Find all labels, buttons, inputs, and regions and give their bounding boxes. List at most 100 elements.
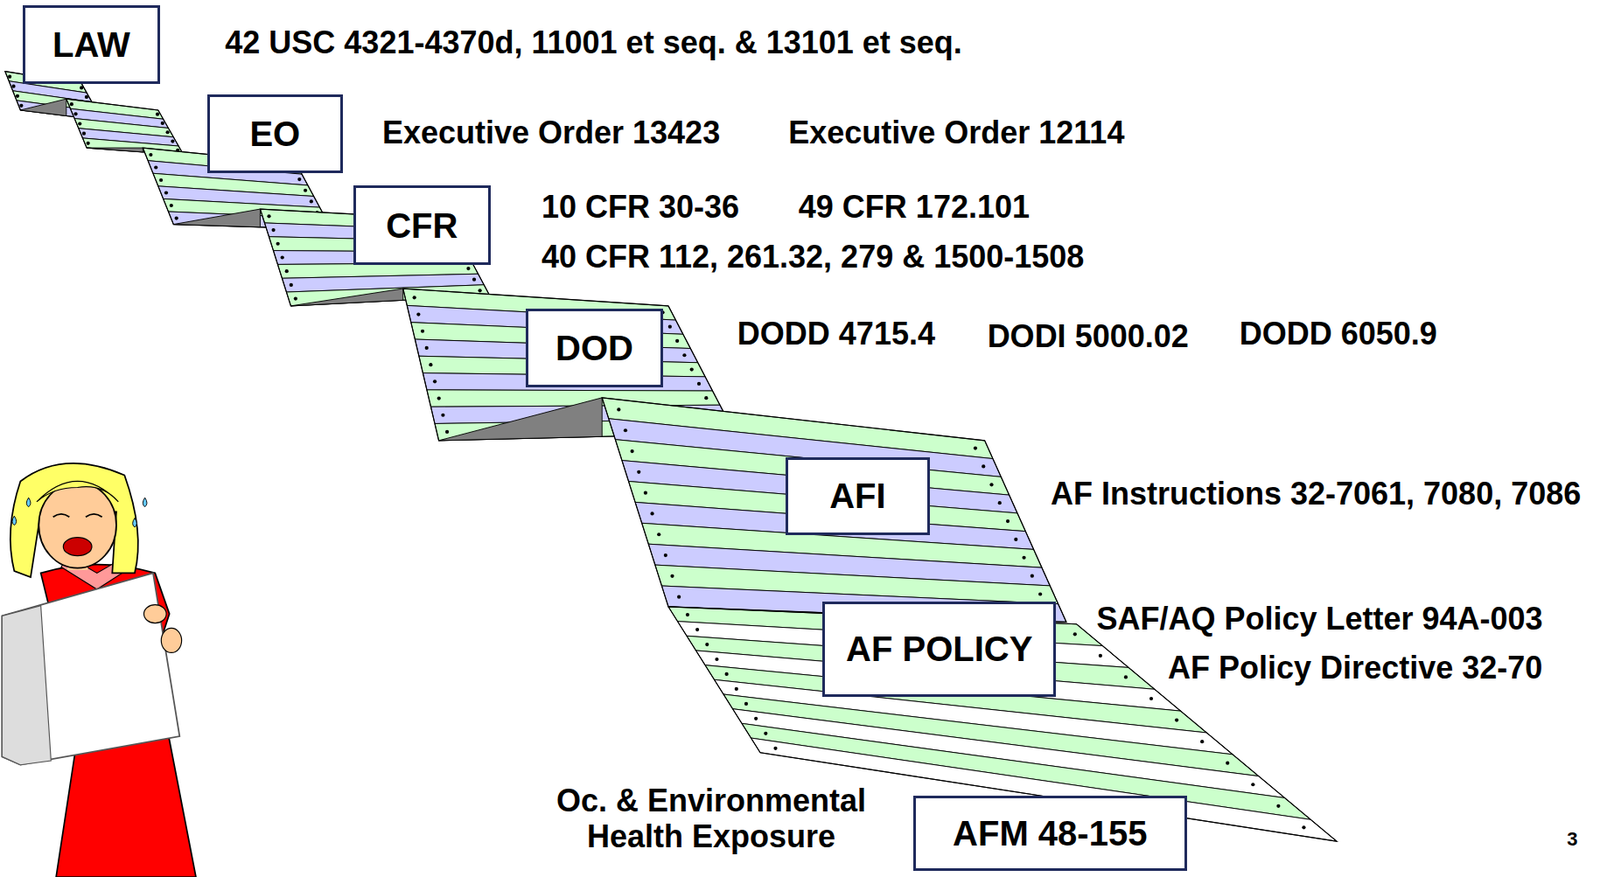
tractor-hole [169, 203, 174, 208]
paper-outline [601, 398, 1067, 623]
tractor-hole [1038, 592, 1042, 596]
bangs [36, 481, 119, 502]
tractor-hole [86, 141, 91, 146]
tractor-hole [289, 283, 294, 287]
box-title: DOD [555, 328, 634, 368]
executive-order: Executive Order 12114 [785, 114, 1127, 151]
tractor-hole [1006, 519, 1010, 524]
tractor-hole [623, 428, 628, 433]
tractor-hole [309, 199, 314, 203]
tractor-hole [697, 382, 701, 386]
tractor-hole [744, 702, 748, 706]
policy-letter: SAF/AQ Policy Letter 94A-003 [1093, 600, 1545, 637]
paper-fold [20, 98, 66, 116]
tractor-hole [675, 339, 679, 343]
tractor-hole [266, 214, 271, 218]
tractor-hole [981, 464, 986, 469]
paper-fold [86, 147, 143, 153]
law-citation: 42 USC 4321-4370d, 11001 et seq. & 13101… [222, 24, 965, 61]
hair [10, 463, 139, 578]
box-title: AF POLICY [845, 629, 1033, 669]
tractor-hole [1073, 632, 1077, 636]
tractor-hole [695, 628, 699, 632]
tractor-hole [271, 228, 275, 232]
box-title: AFM 48-155 [952, 814, 1147, 853]
tractor-hole [160, 121, 165, 126]
tractor-hole [1200, 740, 1204, 744]
cfr-citation: 10 CFR 30-36 [538, 188, 742, 225]
dod-directive: DODD 6050.9 [1236, 315, 1440, 352]
tractor-hole [472, 278, 476, 282]
tractor-hole [170, 139, 175, 143]
tractor-hole [754, 717, 758, 721]
regulation-level-box: AFI [785, 457, 930, 537]
tractor-hole [705, 642, 709, 647]
worried-woman-illustration [1, 463, 196, 877]
tractor-hole [466, 266, 470, 271]
tractor-hole [649, 511, 654, 516]
tractor-hole [1030, 574, 1035, 579]
tractor-hole [1021, 556, 1026, 560]
regulation-level-box: LAW [22, 5, 161, 84]
tractor-hole [1149, 697, 1153, 701]
tractor-hole [15, 94, 20, 98]
tractor-hole [643, 491, 648, 496]
page-number: 3 [1564, 828, 1580, 851]
tractor-hole [293, 297, 298, 301]
cfr-citation: 40 CFR 112, 261.32, 279 & 1500-1508 [538, 238, 1087, 275]
tractor-hole [636, 470, 641, 475]
tractor-hole [11, 84, 15, 89]
tractor-hole [425, 346, 429, 350]
tractor-hole [998, 501, 1002, 505]
tractor-hole [416, 312, 420, 316]
tractor-hole [412, 295, 417, 300]
tractor-hole [1124, 675, 1128, 679]
tractor-hole [734, 687, 739, 692]
tractor-hole [73, 111, 77, 116]
tractor-hole [433, 379, 437, 384]
tractor-hole [1098, 654, 1103, 658]
tractor-hole [445, 430, 449, 434]
hand-on-hip [160, 628, 182, 653]
tractor-hole [677, 595, 681, 600]
regulation-level-box: AFM 48-155 [913, 796, 1188, 872]
open-mouth [62, 537, 92, 557]
tractor-hole [7, 75, 12, 79]
tractor-hole [297, 177, 301, 182]
paper-fold [1, 606, 51, 766]
af-instruction: AF Instructions 32-7061, 7080, 7086 [1048, 475, 1584, 512]
tractor-hole [164, 190, 168, 195]
hand [143, 605, 167, 624]
tractor-hole [690, 367, 694, 371]
tractor-hole [989, 482, 993, 487]
tractor-hole [148, 153, 153, 157]
tractor-hole [77, 121, 82, 126]
tear-drops [12, 497, 147, 528]
tractor-hole [1174, 718, 1179, 722]
box-title: AFI [829, 476, 886, 516]
tractor-hole [174, 216, 179, 220]
dod-directive: DODD 4715.4 [734, 315, 938, 352]
tractor-hole [1276, 804, 1280, 809]
folded-printout-paper [5, 71, 1337, 843]
paper-fold [173, 209, 260, 228]
tractor-hole [1250, 782, 1255, 787]
tractor-hole [19, 104, 23, 108]
tractor-hole [973, 446, 978, 450]
tractor-hole [670, 574, 674, 579]
tractor-hole [725, 672, 729, 677]
tractor-hole [159, 178, 163, 182]
tractor-hole [437, 396, 441, 400]
tractor-hole [303, 188, 308, 193]
closed-eyes [53, 514, 103, 518]
regulation-level-box: AF POLICY [822, 601, 1056, 697]
paper-outline [66, 98, 184, 155]
tractor-hole [82, 132, 86, 136]
paper-sheet [1, 572, 180, 765]
tractor-hole [685, 613, 690, 617]
tractor-hole [420, 329, 425, 334]
cfr-citation: 49 CFR 172.101 [796, 188, 1033, 225]
tractor-hole [155, 112, 160, 117]
box-title: LAW [52, 25, 131, 64]
